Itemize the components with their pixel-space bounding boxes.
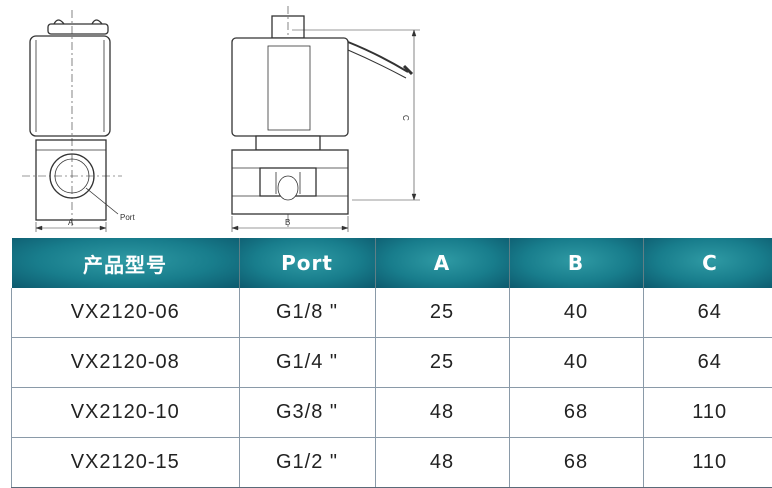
cell-port: G1/8 " bbox=[239, 288, 375, 338]
cell-model: VX2120-08 bbox=[12, 338, 240, 388]
cell-model: VX2120-10 bbox=[12, 388, 240, 438]
dim-b-label: B bbox=[285, 218, 290, 227]
cell-c: 64 bbox=[643, 288, 772, 338]
side-view bbox=[22, 10, 122, 232]
cell-c: 110 bbox=[643, 388, 772, 438]
header-row: 产品型号 Port A B C bbox=[12, 238, 772, 288]
cell-model: VX2120-06 bbox=[12, 288, 240, 338]
cell-port: G1/4 " bbox=[239, 338, 375, 388]
header-port: Port bbox=[239, 238, 375, 288]
table-row: VX2120-15 G1/2 " 48 68 110 bbox=[12, 438, 772, 488]
port-callout-label: Port bbox=[120, 213, 135, 222]
cell-port: G3/8 " bbox=[239, 388, 375, 438]
cell-c: 110 bbox=[643, 438, 772, 488]
table-row: VX2120-06 G1/8 " 25 40 64 bbox=[12, 288, 772, 338]
cell-port: G1/2 " bbox=[239, 438, 375, 488]
cell-a: 25 bbox=[375, 338, 509, 388]
technical-drawing: A B C Port bbox=[0, 0, 772, 232]
header-c: C bbox=[643, 238, 772, 288]
cell-model: VX2120-15 bbox=[12, 438, 240, 488]
cell-a: 48 bbox=[375, 438, 509, 488]
cell-a: 48 bbox=[375, 388, 509, 438]
cell-b: 68 bbox=[509, 388, 643, 438]
cell-c: 64 bbox=[643, 338, 772, 388]
table-row: VX2120-08 G1/4 " 25 40 64 bbox=[12, 338, 772, 388]
cell-b: 40 bbox=[509, 288, 643, 338]
header-a: A bbox=[375, 238, 509, 288]
dim-c-label: C bbox=[401, 115, 410, 121]
front-view bbox=[232, 6, 420, 232]
table-row: VX2120-10 G3/8 " 48 68 110 bbox=[12, 388, 772, 438]
cell-a: 25 bbox=[375, 288, 509, 338]
dim-a-label: A bbox=[68, 218, 74, 227]
spec-table: 产品型号 Port A B C VX2120-06 G1/8 " 25 40 6… bbox=[11, 238, 762, 478]
header-model: 产品型号 bbox=[12, 238, 240, 288]
cell-b: 68 bbox=[509, 438, 643, 488]
cell-b: 40 bbox=[509, 338, 643, 388]
header-b: B bbox=[509, 238, 643, 288]
